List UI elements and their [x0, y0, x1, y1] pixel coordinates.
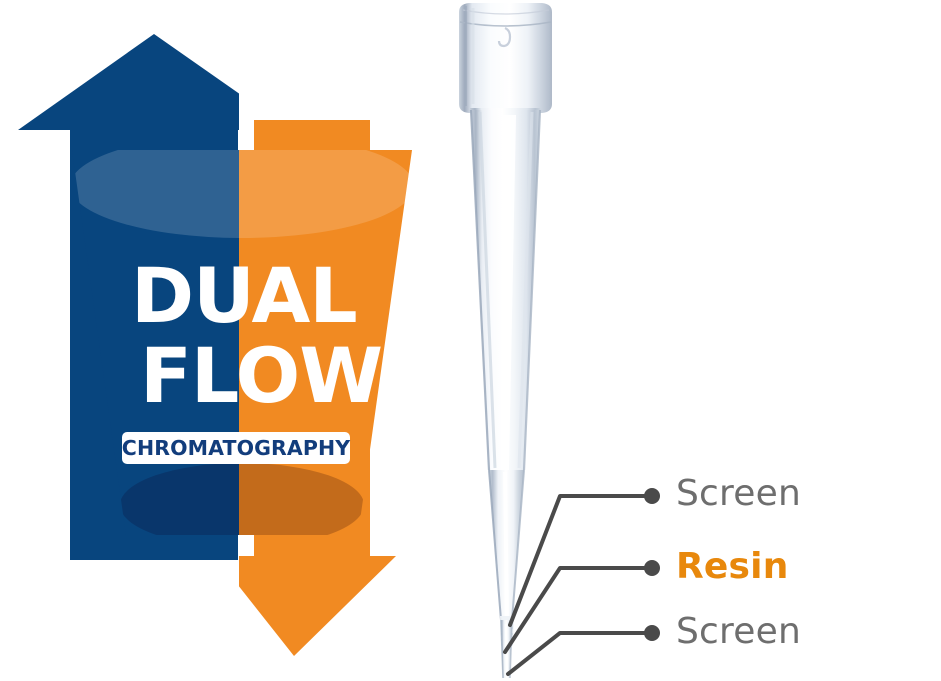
- callout-label-screen-bottom: Screen: [676, 611, 801, 652]
- leader-line-screen-bottom: [506, 631, 654, 676]
- leader-dot-resin: [644, 560, 660, 576]
- leader-line-screen-top: [508, 494, 654, 627]
- cone-bottom-ellipse: [120, 463, 364, 535]
- callout-label-resin: Resin: [676, 546, 789, 587]
- leader-line-resin: [503, 566, 654, 654]
- pipette-graphic: [459, 3, 552, 679]
- leader-dot-screen-top: [644, 488, 660, 504]
- callout-label-screen-top: Screen: [676, 473, 801, 514]
- cone-top-ellipse: [72, 150, 412, 238]
- logo-tagline-plate: CHROMATOGRAPHY: [122, 432, 350, 464]
- logo-line-dual: DUAL: [131, 251, 358, 340]
- leader-dot-screen-bottom: [644, 625, 660, 641]
- logo-tagline: CHROMATOGRAPHY: [121, 436, 351, 460]
- logo-line-flow: FLOW: [140, 331, 383, 420]
